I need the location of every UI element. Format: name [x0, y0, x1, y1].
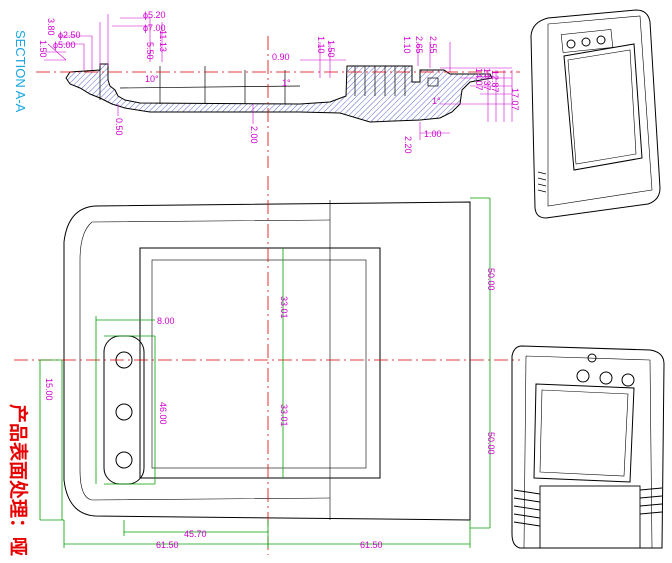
dim-17-07: 17.07: [510, 88, 520, 111]
button-strip: [103, 335, 145, 485]
dim-d5-00: ϕ5.00: [53, 40, 76, 50]
section-view: SECTION A-A ϕ5.20 ϕ7.00 ϕ2.50 ϕ5.00 3.80…: [13, 10, 520, 168]
iso-bottom-screw-icon: [587, 353, 597, 363]
dim-61-50a: 61.50: [156, 540, 179, 550]
dim-61-50b: 61.50: [360, 540, 383, 550]
iso-top-button-3-icon: [596, 35, 606, 45]
dim-46-00: 46.00: [158, 402, 168, 425]
dim-15-00: 15.00: [44, 378, 54, 401]
iso-top-button-1-icon: [566, 39, 576, 49]
dim-33-01b: 33.01: [279, 404, 289, 427]
dim-12-87: 12.87: [490, 70, 500, 93]
dim-2-00: 2.00: [249, 126, 259, 144]
dim-50-00a: 50.00: [486, 268, 496, 291]
dim-1-10a: 1.10: [316, 36, 326, 54]
iso-view-bottom: [511, 345, 665, 549]
dim-angle-1a: 1°: [282, 78, 291, 88]
dim-1-00: 1.00: [424, 129, 442, 139]
section-profile: [65, 63, 493, 123]
dim-0-90: 0.90: [272, 52, 290, 62]
dim-50-00b: 50.00: [486, 432, 496, 455]
dim-0-50: 0.50: [114, 118, 124, 136]
dim-1-50b: 1.50: [326, 40, 336, 58]
front-window-inner: [151, 259, 367, 469]
dim-1-50: 1.50: [38, 40, 48, 58]
iso-view-top: [530, 9, 661, 219]
dim-14-37: 14.37: [482, 68, 492, 91]
dim-angle-1b: 1°: [432, 96, 441, 106]
dim-11-13: 11.13: [158, 30, 168, 52]
button-2: [115, 403, 133, 421]
dim-2-55: 2.55: [428, 36, 438, 54]
dim-2-20: 2.20: [403, 136, 413, 154]
front-view: 8.00 15.00 46.00 33.01 33.01 50.00 50.00…: [7, 176, 520, 556]
dim-1-10b: 1.10: [402, 36, 412, 54]
dim-2-65: 2.65: [414, 36, 424, 54]
iso-bottom-button-1-icon: [576, 369, 590, 383]
front-window-outer: [139, 247, 381, 479]
dim-d7-00: ϕ7.00: [143, 23, 166, 33]
iso-top-button-2-icon: [581, 37, 591, 47]
iso-bottom-button-2-icon: [599, 371, 613, 385]
dim-45-70: 45.70: [184, 529, 207, 539]
dim-5-50: 5.50: [145, 42, 155, 60]
section-ribs: [99, 66, 439, 104]
dim-angle-10: 10°: [145, 74, 159, 84]
dim-d2-50: ϕ2.50: [58, 30, 81, 40]
surface-treatment-note: 产品表面处理：哑: [7, 404, 30, 556]
iso-bottom-button-3-icon: [621, 373, 635, 387]
dim-8-00: 8.00: [157, 316, 175, 326]
dim-d5-20: ϕ5.20: [143, 10, 166, 20]
button-3: [115, 451, 133, 469]
front-outline: [63, 201, 471, 521]
section-label: SECTION A-A: [13, 30, 28, 113]
dim-14-07: 14.07: [474, 68, 484, 91]
dim-3-80: 3.80: [46, 18, 56, 36]
dim-33-01a: 33.01: [279, 296, 289, 319]
